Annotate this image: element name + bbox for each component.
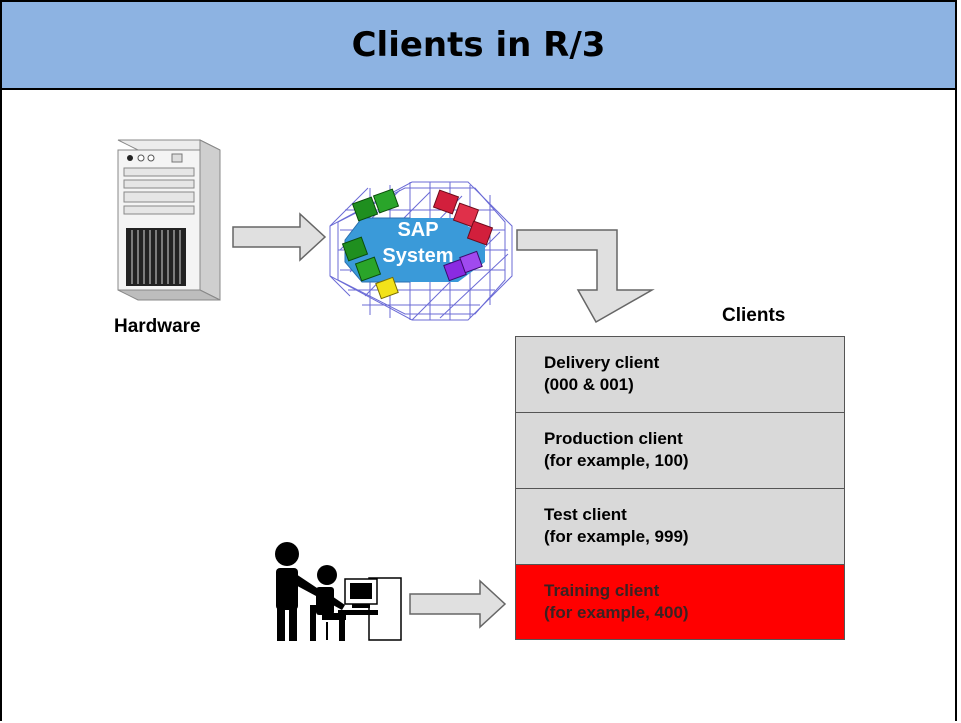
server-icon — [117, 139, 221, 301]
client-detail: (for example, 100) — [544, 451, 689, 470]
client-detail: (000 & 001) — [544, 375, 634, 394]
bent-arrow-icon — [516, 229, 655, 324]
client-name: Delivery client — [544, 353, 660, 372]
client-training: Training client (for example, 400) — [516, 565, 844, 639]
user-at-workstation-icon — [275, 542, 402, 641]
arrow-right-icon — [232, 212, 327, 262]
client-name: Production client — [544, 429, 683, 448]
client-test: Test client (for example, 999) — [516, 489, 844, 565]
sap-system-icon: SAP System — [329, 181, 513, 321]
title-banner: Clients in R/3 — [2, 2, 955, 90]
client-detail: (for example, 400) — [544, 603, 689, 622]
arrow-right-icon-2 — [409, 579, 507, 629]
hardware-label: Hardware — [114, 316, 201, 337]
clients-heading: Clients — [722, 305, 786, 326]
clients-stack: Delivery client (000 & 001) Production c… — [515, 336, 845, 640]
client-name: Training client — [544, 581, 660, 600]
client-name: Test client — [544, 505, 627, 524]
slide-title: Clients in R/3 — [351, 25, 606, 65]
client-delivery: Delivery client (000 & 001) — [516, 337, 844, 413]
client-production: Production client (for example, 100) — [516, 413, 844, 489]
sap-label-line2: System — [382, 245, 453, 267]
sap-label-line1: SAP — [397, 219, 438, 241]
client-detail: (for example, 999) — [544, 527, 689, 546]
